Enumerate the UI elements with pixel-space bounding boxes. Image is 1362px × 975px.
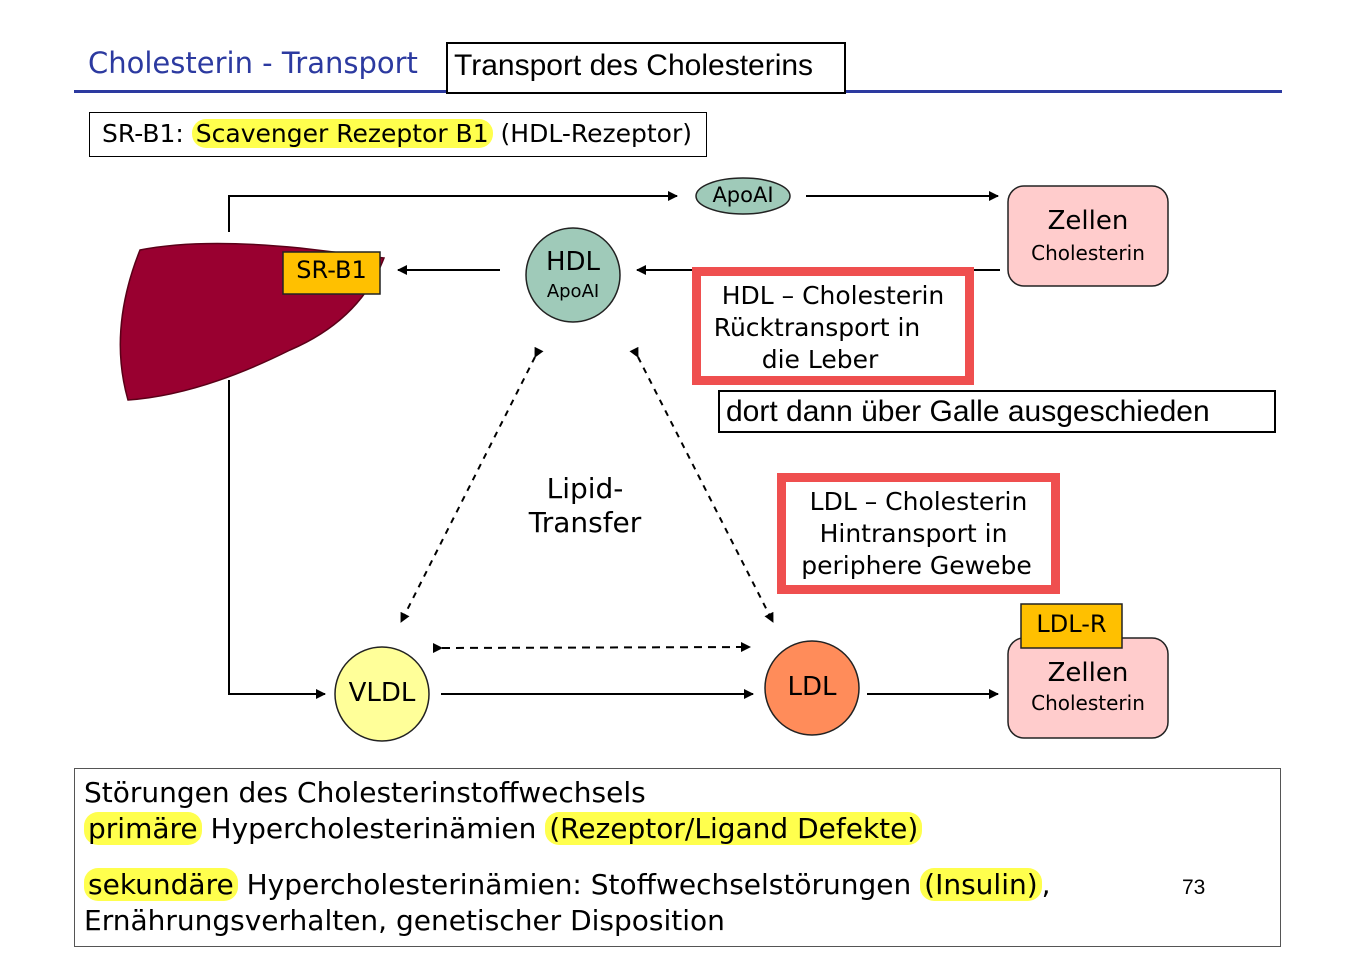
ldl-label: LDL xyxy=(787,672,837,702)
lipid-transfer-line2: Transfer xyxy=(528,506,642,539)
bile-excretion-note: dort dann über Galle ausgeschieden xyxy=(718,390,1276,433)
vldl-circle xyxy=(334,646,430,742)
hdl-return-box xyxy=(692,267,974,385)
ldl-circle xyxy=(764,640,860,736)
ldl-delivery-line3: periphere Gewebe xyxy=(801,551,1032,580)
hdl-apoai-label: ApoAI xyxy=(546,281,600,302)
dashed-hdl-vldl xyxy=(400,346,544,623)
primary-highlight: primäre xyxy=(84,812,202,845)
disorders-box xyxy=(74,768,1281,947)
hdl-label: HDL xyxy=(545,247,601,277)
primary-defects-highlight: (Rezeptor/Ligand Defekte) xyxy=(545,812,923,845)
lipid-transfer-line1: Lipid- xyxy=(546,472,624,505)
ldl-delivery-line1: LDL – Cholesterin xyxy=(809,487,1028,516)
disorders-heading: Störungen des Cholesterinstoffwechsels xyxy=(84,776,646,809)
dashed-hdl-ldl xyxy=(629,346,774,623)
cells-bottom-title: Zellen xyxy=(1047,658,1129,688)
apoai-ellipse xyxy=(695,177,791,215)
secondary-highlight: sekundäre xyxy=(84,868,238,901)
page-number: 73 xyxy=(1182,876,1206,899)
insulin-highlight: (Insulin) xyxy=(920,868,1042,901)
slide-title: Transport des Cholesterins xyxy=(446,42,846,94)
primary-line: primäre Hypercholesterinämien (Rezeptor/… xyxy=(84,812,923,845)
srb1-definition: SR-B1: Scavenger Rezeptor B1 (HDL-Rezept… xyxy=(89,112,707,157)
ldl-delivery-line2: Hintransport in xyxy=(819,519,1008,548)
hdl-circle xyxy=(525,227,621,323)
arrow-liver-to-apoai xyxy=(228,191,678,232)
cells-bottom-sub: Cholesterin xyxy=(1031,691,1145,715)
dashed-vldl-ldl xyxy=(432,642,751,654)
secondary-comma: , xyxy=(1041,868,1051,901)
cells-bottom-box xyxy=(1007,637,1169,739)
nutrition-line: Ernährungsverhalten, genetischer Disposi… xyxy=(84,904,725,937)
ldl-delivery-box xyxy=(777,473,1060,594)
apoai-label: ApoAI xyxy=(712,183,774,207)
hdl-return-line3: die Leber xyxy=(761,345,879,374)
arrow-liver-to-vldl xyxy=(228,380,326,699)
hdl-return-line1: HDL – Cholesterin xyxy=(721,281,945,310)
primary-text: Hypercholesterinämien xyxy=(201,812,546,845)
srb1-receptor-box xyxy=(282,251,381,295)
secondary-text: Hypercholesterinämien: Stoffwechselstöru… xyxy=(237,868,921,901)
secondary-line: sekundäre Hypercholesterinämien: Stoffwe… xyxy=(84,868,1051,901)
hdl-return-line2: Rücktransport in xyxy=(713,313,921,342)
ldlr-receptor-box xyxy=(1020,603,1123,649)
srb1-suffix: (HDL-Rezeptor) xyxy=(492,119,692,148)
srb1-receptor-label: SR-B1 xyxy=(296,256,367,284)
vldl-label: VLDL xyxy=(348,678,416,708)
ldlr-label: LDL-R xyxy=(1036,610,1107,638)
section-title: Cholesterin - Transport xyxy=(88,46,418,80)
srb1-highlight: Scavenger Rezeptor B1 xyxy=(191,119,493,148)
cells-top-title: Zellen xyxy=(1047,206,1129,236)
cells-top-box xyxy=(1007,185,1169,287)
srb1-prefix: SR-B1: xyxy=(102,119,192,148)
cells-top-sub: Cholesterin xyxy=(1031,241,1145,265)
